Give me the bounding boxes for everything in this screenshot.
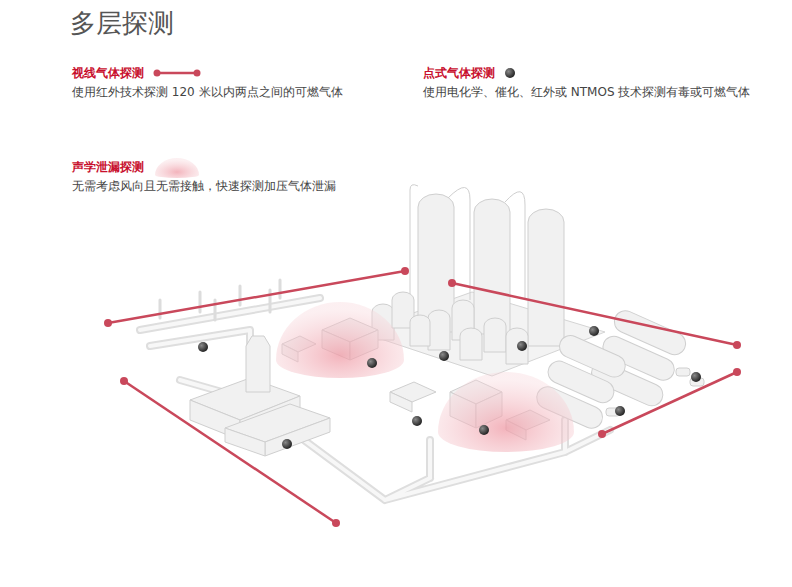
tank: [410, 315, 430, 346]
legend-item: 声学泄漏探测: [72, 156, 202, 178]
point-detector: [198, 342, 208, 352]
legend-sample: [152, 156, 202, 178]
beam-line: [124, 381, 336, 523]
sample-line: [157, 72, 197, 75]
sample-end: [154, 70, 161, 77]
chimney: [246, 336, 270, 392]
equipment-box: [390, 392, 412, 412]
beam-end: [448, 279, 456, 287]
tower-pipe: [448, 187, 470, 300]
sample-end: [194, 70, 201, 77]
beam-end: [733, 368, 741, 376]
valve: [676, 368, 690, 376]
tank: [460, 328, 482, 360]
point-detector: [517, 341, 527, 351]
acoustic-dome: [438, 372, 574, 452]
sample-dome: [155, 158, 199, 178]
beam-end: [104, 319, 112, 327]
legend-label: 声学泄漏探测: [72, 159, 144, 176]
point-detector: [691, 372, 701, 382]
tank: [506, 328, 528, 364]
point-detector: [479, 425, 489, 435]
point-detector: [367, 358, 377, 368]
page-title: 多层探测: [70, 6, 174, 41]
point-detector: [282, 439, 292, 449]
point-detector: [589, 326, 599, 336]
point-detector: [615, 406, 625, 416]
tank: [484, 318, 506, 352]
beam-line: [108, 271, 405, 323]
legend-description: 无需考虑风向且无需接触，快速探测加压气体泄漏: [72, 178, 336, 195]
acoustic-dome: [276, 302, 404, 378]
legend-item: 视线气体探测: [72, 62, 202, 84]
legend-description: 使用电化学、催化、红外或 NTMOS 技术探测有毒或可燃气体: [423, 84, 750, 101]
building-front: [265, 418, 330, 456]
tank: [428, 310, 450, 350]
column-tower: [528, 209, 564, 346]
legend-sample: [152, 62, 202, 84]
tower-pipe: [410, 185, 418, 300]
beam-end: [401, 267, 409, 275]
sample-dot: [505, 68, 515, 78]
pipe-supports: [160, 280, 280, 320]
legend-description: 使用红外技术探测 120 米以内两点之间的可燃气体: [72, 84, 343, 101]
acoustic-zones: [276, 302, 574, 452]
open-path-detectors: [104, 267, 741, 527]
point-detectors: [198, 326, 701, 449]
legend-label: 视线气体探测: [72, 65, 144, 82]
beam-line: [602, 372, 737, 434]
column-tower: [474, 199, 510, 334]
point-detector: [439, 351, 449, 361]
tower-pipe: [505, 192, 525, 300]
beam-line: [452, 283, 737, 345]
point-detector: [412, 416, 422, 426]
beam-end: [120, 377, 128, 385]
legend-sample: [503, 62, 517, 84]
legend-label: 点式气体探测: [423, 65, 495, 82]
legend-item: 点式气体探测: [423, 62, 517, 84]
beam-end: [733, 341, 741, 349]
beam-end: [332, 519, 340, 527]
beam-end: [598, 430, 606, 438]
